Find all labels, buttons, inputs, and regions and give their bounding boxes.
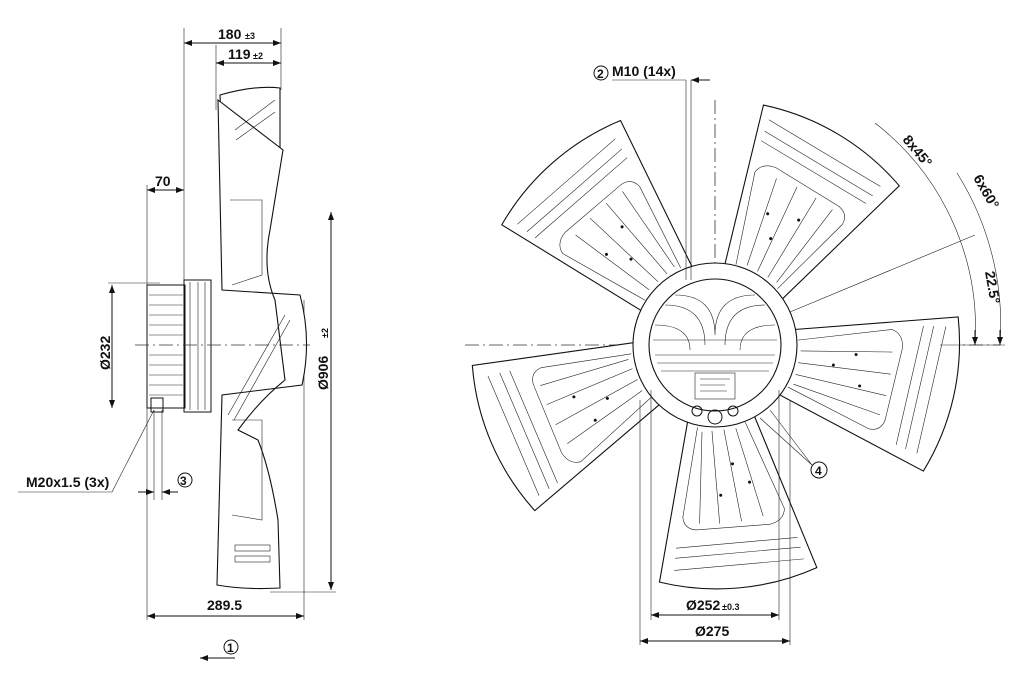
side-view: 180 ±3 119 ±2 70 Ø232 Ø906 ±2 289.5: [18, 26, 336, 661]
dim-70: 70: [155, 173, 171, 189]
dim-289-5: 289.5: [207, 597, 242, 613]
arc-8x45: [874, 122, 976, 346]
dim-906: Ø906: [315, 356, 331, 390]
angle-22-5: 22.5°: [982, 270, 1003, 305]
motor-rotor: [648, 278, 782, 412]
dim-906-tol: ±2: [320, 328, 330, 338]
dim-119-tol: ±2: [253, 51, 263, 61]
cable-gland-label: M20x1.5 (3x): [26, 474, 109, 490]
callout-4: 4: [815, 464, 822, 478]
callout-3: 3: [180, 474, 187, 488]
dim-252-tol: ±0.3: [722, 602, 739, 612]
angle-6x60: 6x60°: [970, 172, 1002, 212]
front-view: 2 M10 (14x) 8x45° 6x60° 22.5° 4 Ø252 ±0.…: [458, 63, 1005, 645]
dim-232: Ø232: [97, 336, 113, 370]
dim-180-tol: ±3: [245, 31, 255, 41]
callout-1: 1: [227, 641, 234, 655]
blade-3: [641, 397, 819, 597]
arc-6x60: [956, 172, 1001, 346]
dim-275: Ø275: [695, 623, 729, 639]
dim-119: 119: [228, 46, 251, 62]
callout-3-circle: [177, 472, 193, 488]
bolt-label: M10 (14x): [612, 63, 676, 79]
callout-2: 2: [597, 67, 604, 81]
dim-180: 180: [218, 26, 242, 42]
dim-252: Ø252: [686, 597, 720, 613]
